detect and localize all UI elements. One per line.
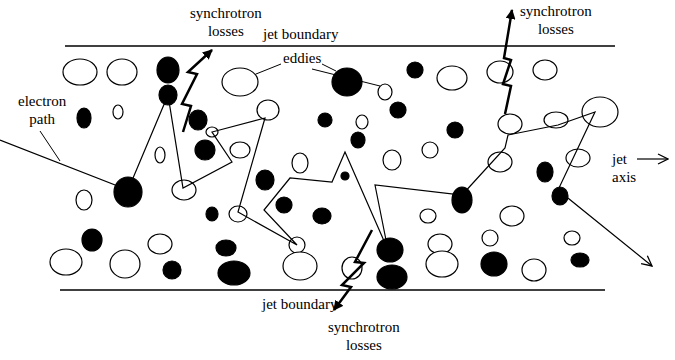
white-eddy [500, 206, 524, 226]
synchrotron-loss-arrow [182, 50, 212, 132]
black-eddy [82, 229, 102, 251]
white-eddy [107, 59, 137, 85]
black-eddy [256, 170, 274, 190]
black-eddy [114, 177, 142, 207]
black-eddy [206, 207, 218, 221]
annotation-label: synchrotron losses [190, 4, 262, 40]
annotation-label: electron path [18, 92, 66, 128]
white-eddy [437, 66, 467, 90]
white-eddy [482, 230, 498, 246]
white-eddy [498, 114, 522, 134]
white-eddy [378, 84, 392, 100]
white-eddy [356, 115, 368, 129]
leader-line [322, 64, 336, 71]
annotation-label: synchrotron losses [520, 2, 592, 38]
white-eddy [383, 150, 401, 170]
white-eddy [564, 231, 580, 245]
black-eddy [407, 62, 423, 78]
black-eddy [571, 253, 589, 267]
white-eddy [230, 142, 250, 158]
black-eddy [377, 238, 403, 262]
black-eddy [537, 162, 553, 182]
black-eddy [351, 132, 365, 148]
white-eddy [257, 100, 279, 120]
white-eddy [229, 206, 247, 222]
black-eddy [377, 265, 407, 289]
black-eddy [481, 252, 507, 276]
white-eddy [148, 234, 172, 254]
black-eddy [332, 68, 362, 96]
annotation-label: jet boundary [262, 295, 337, 313]
leader-line [256, 64, 281, 74]
black-eddy [452, 187, 472, 213]
synchrotron-loss-arrow [503, 10, 512, 114]
white-eddy [110, 250, 140, 278]
black-eddy [216, 240, 236, 256]
jet-boundary-line [65, 45, 615, 46]
black-eddy [313, 208, 331, 224]
white-eddy [155, 147, 165, 163]
jet-boundary-line [60, 289, 605, 290]
white-eddy [582, 97, 618, 127]
black-eddy [341, 172, 349, 180]
annotation-label: eddies [283, 49, 321, 67]
black-eddy [276, 197, 292, 213]
annotation-label: jet boundary [263, 25, 338, 43]
white-eddy [292, 153, 308, 173]
black-eddy [77, 108, 91, 128]
black-eddy [447, 122, 463, 138]
white-eddy [522, 259, 546, 281]
black-eddy [163, 261, 181, 279]
black-eddy [195, 140, 215, 160]
white-eddy [426, 251, 458, 277]
white-eddy [283, 252, 317, 280]
white-eddy [76, 190, 92, 210]
annotation-label: synchrotron losses [328, 318, 400, 354]
black-eddy [157, 57, 179, 83]
black-eddy [189, 110, 207, 130]
white-eddy [63, 59, 97, 85]
jet-axis-arrow [637, 158, 668, 159]
electron-path [0, 95, 652, 266]
white-eddy [50, 249, 82, 275]
black-eddy [390, 102, 406, 118]
black-eddy [318, 113, 332, 127]
white-eddy [420, 209, 436, 223]
synchrotron-loss-arrow [334, 230, 372, 310]
white-eddy [422, 142, 438, 158]
black-eddy [218, 261, 250, 285]
white-eddy [222, 68, 258, 96]
annotation-label: jet axis [612, 150, 636, 186]
white-eddy [113, 105, 123, 119]
white-eddy [533, 60, 557, 80]
leader-line [40, 131, 60, 161]
leader-line [312, 69, 380, 86]
